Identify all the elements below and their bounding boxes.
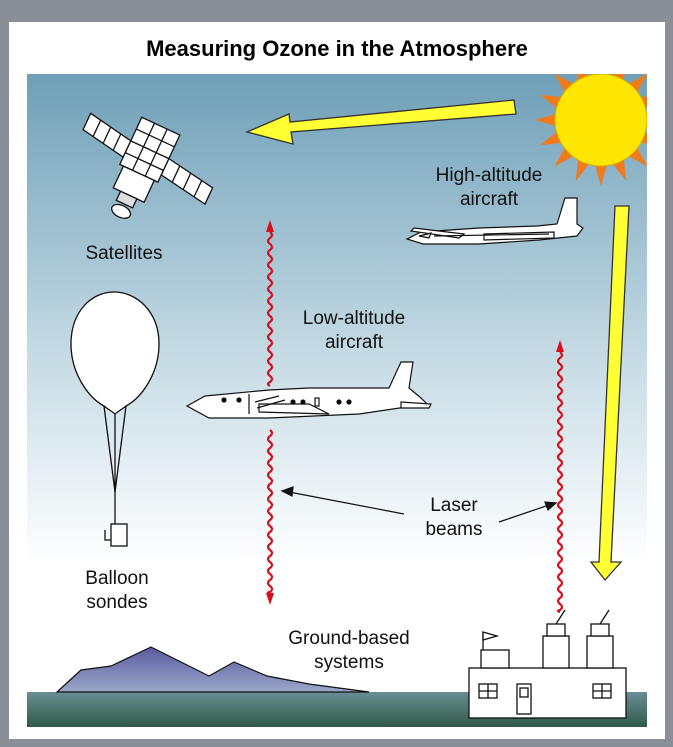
laser-pointer-lines: [280, 486, 558, 523]
laser-left-arrowhead-top: [266, 220, 274, 232]
satellites-label-text: Satellites: [85, 243, 163, 264]
low-altitude-aircraft-label: Low-altitude aircraft: [279, 307, 429, 355]
laser-beam-right: [556, 351, 564, 614]
ground-based-systems-label: Ground-based systems: [274, 627, 424, 675]
ground-based-line2: systems: [314, 652, 384, 673]
low-altitude-line1: Low-altitude: [302, 308, 406, 329]
laser-beams-line2: beams: [425, 519, 483, 540]
high-altitude-aircraft-label: High-altitude aircraft: [414, 164, 564, 212]
sun-icon: [535, 74, 647, 186]
high-altitude-line1: High-altitude: [435, 165, 543, 186]
sunlight-arrow-to-satellite: [244, 99, 517, 145]
balloon-line2: sondes: [86, 592, 148, 613]
balloon-sonde-icon: [70, 291, 160, 547]
satellite-icon: [82, 112, 214, 219]
diagram-panel: Measuring Ozone in the Atmosphere Satell…: [9, 22, 665, 739]
high-altitude-aircraft-icon: [405, 197, 584, 245]
laser-beams-label: Laser beams: [404, 494, 504, 542]
high-altitude-line2: aircraft: [459, 189, 519, 210]
ground-station-building-icon: [468, 609, 627, 719]
laser-beam-left: [266, 231, 274, 595]
low-altitude-aircraft-icon: [185, 361, 432, 419]
sunlight-arrow-to-ground: [589, 205, 630, 582]
atmosphere-scene: [27, 74, 647, 727]
ground-based-line1: Ground-based: [288, 628, 410, 649]
laser-right-arrowhead-top: [556, 340, 564, 352]
balloon-line1: Balloon: [85, 568, 149, 589]
laser-left-arrowhead-bottom: [266, 593, 274, 605]
laser-beams-line1: Laser: [430, 495, 478, 516]
balloon-sondes-label: Balloon sondes: [57, 567, 177, 615]
satellites-label: Satellites: [59, 242, 189, 266]
low-altitude-line2: aircraft: [324, 332, 384, 353]
mountain-range: [55, 646, 370, 693]
diagram-title: Measuring Ozone in the Atmosphere: [146, 36, 528, 61]
